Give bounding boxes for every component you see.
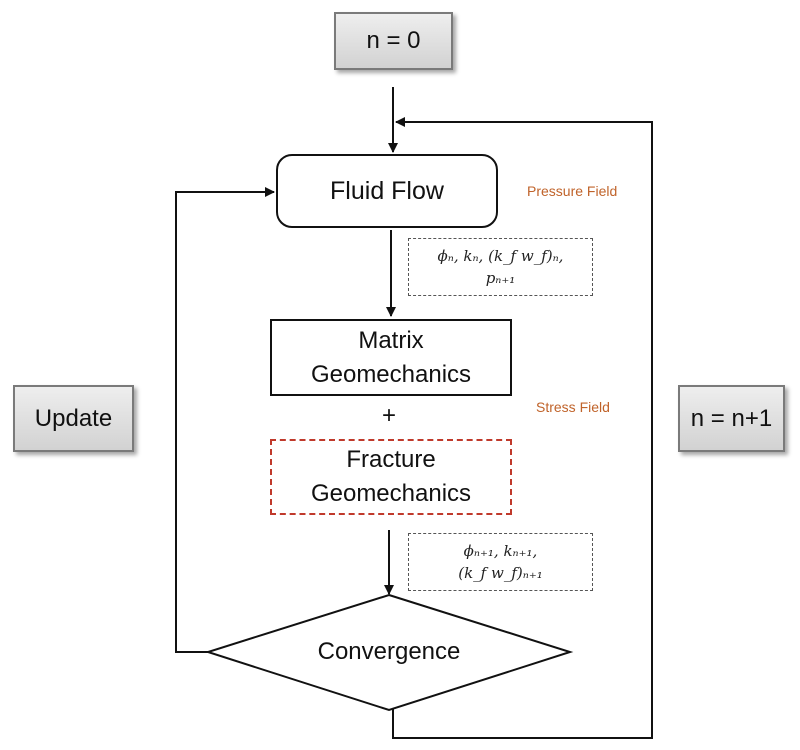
params-after-flow-line2: pₙ₊₁ xyxy=(485,269,516,287)
loop-line-increment xyxy=(392,117,653,739)
params-after-geomech-box: ϕₙ₊₁, kₙ₊₁, (k_f w_f)ₙ₊₁ xyxy=(408,533,593,591)
matrix-label-line1: Matrix xyxy=(358,326,424,354)
fracture-label-line1: Fracture xyxy=(346,446,436,473)
matrix-label-line2: Geomechanics xyxy=(310,360,472,388)
loop-line-update xyxy=(175,187,275,653)
fracture-label-line2: Geomechanics xyxy=(310,480,472,507)
params-after-geomech-line2: (k_f w_f)ₙ₊₁ xyxy=(458,564,543,582)
increment-label: n = n+1 xyxy=(690,404,773,432)
update-label: Update xyxy=(34,404,113,432)
params-after-geomech-line1: ϕₙ₊₁, kₙ₊₁, xyxy=(463,542,538,560)
fracture-geomechanics-box: Fracture Geomechanics xyxy=(270,439,512,515)
init-label: n = 0 xyxy=(366,27,421,54)
fluid-flow-label: Fluid Flow xyxy=(330,176,444,205)
pressure-field-label: Pressure Field xyxy=(527,183,618,199)
plus-sign: + xyxy=(382,402,397,429)
stress-field-label: Stress Field xyxy=(536,399,610,415)
init-box: n = 0 xyxy=(334,12,453,70)
params-after-flow-box: ϕₙ, kₙ, (k_f w_f)ₙ, pₙ₊₁ xyxy=(408,238,593,296)
increment-box: n = n+1 xyxy=(678,385,785,452)
update-box: Update xyxy=(13,385,134,452)
convergence-diamond xyxy=(204,593,574,712)
convergence-label: Convergence xyxy=(317,638,461,665)
params-after-flow-line1: ϕₙ, kₙ, (k_f w_f)ₙ, xyxy=(437,247,564,265)
matrix-geomechanics-box: Matrix Geomechanics xyxy=(270,319,512,396)
fluid-flow-box: Fluid Flow xyxy=(276,154,498,228)
